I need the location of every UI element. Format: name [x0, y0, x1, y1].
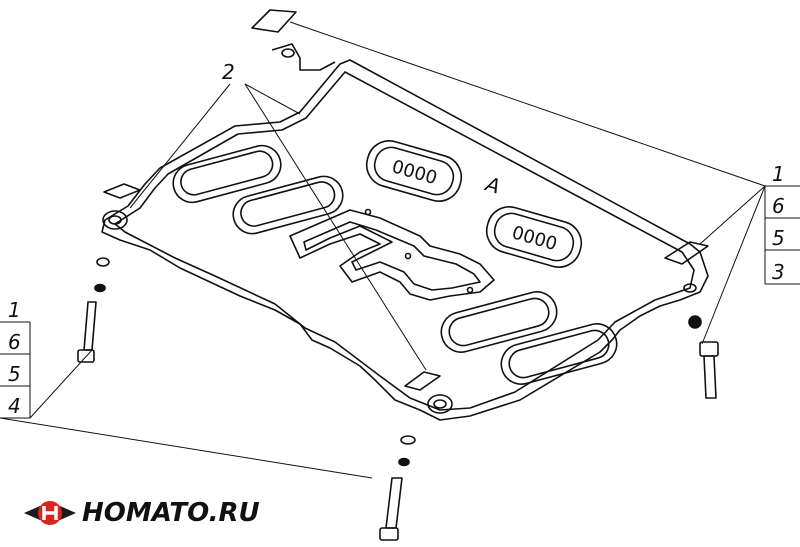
stamped-rib — [289, 209, 495, 301]
spring-washer-left — [94, 283, 106, 293]
callout-right-1: 1 — [772, 162, 785, 186]
rib-hole — [404, 252, 412, 260]
washer-right — [688, 315, 702, 329]
rear-bracket-hole — [281, 48, 295, 58]
nut-plate-top — [251, 9, 297, 33]
rear-bracket-tab — [271, 43, 336, 71]
skid-plate-outline — [101, 59, 709, 421]
callout-left-1: 1 — [8, 298, 21, 322]
nut-plate-left — [103, 183, 141, 199]
plate-mark: A — [481, 171, 503, 198]
spring-washer-front — [398, 457, 410, 467]
callout-right-4: 3 — [772, 260, 785, 284]
nut-plate-right — [664, 241, 709, 265]
skid-plate-inner-edge — [114, 71, 695, 411]
callout-right-3: 5 — [772, 226, 785, 250]
rib-hole — [364, 208, 372, 216]
bolt-right — [699, 341, 719, 399]
right-mount-hole — [683, 283, 697, 293]
brand-name: HOMATO.RU — [82, 498, 260, 528]
washer-left — [96, 257, 110, 267]
bolt-front — [379, 477, 403, 541]
rib-hole — [466, 286, 474, 294]
nut-plate-front — [404, 371, 441, 391]
callout-left-2: 6 — [8, 330, 21, 354]
stamped-rib-inner — [303, 221, 481, 291]
marked-vent-window-right — [485, 206, 583, 268]
callout-frames — [0, 185, 800, 419]
leader-lines — [0, 21, 766, 479]
callout-left-4: 4 — [8, 394, 21, 418]
left-mount-hole — [102, 210, 128, 230]
front-mount-hole — [427, 394, 453, 414]
brand-logo-icon — [24, 501, 76, 525]
callout-right-2: 6 — [772, 194, 785, 218]
callout-left-3: 5 — [8, 362, 21, 386]
washer-front — [400, 435, 416, 445]
marked-vent-window-left — [365, 140, 463, 202]
ventilation-slots — [172, 144, 618, 385]
callout-top: 2 — [222, 60, 235, 84]
bolt-left — [77, 301, 97, 363]
